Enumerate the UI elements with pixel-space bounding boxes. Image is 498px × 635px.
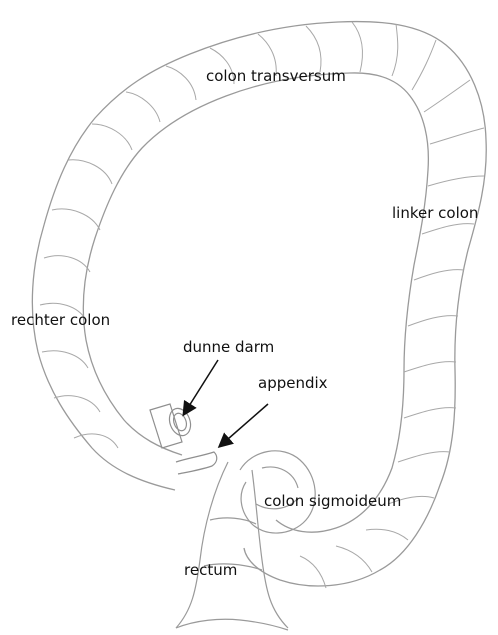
label-dunne-darm: dunne darm: [183, 340, 274, 355]
label-appendix: appendix: [258, 376, 328, 391]
appendix-arrow: [220, 404, 268, 446]
small-intestine-stub: [150, 404, 194, 448]
label-rechter-colon: rechter colon: [11, 313, 110, 328]
label-colon-sigmoideum: colon sigmoideum: [264, 494, 401, 509]
dunne-darm-arrow: [184, 360, 218, 414]
rectum-shape: [176, 462, 288, 630]
label-rectum: rectum: [184, 563, 237, 578]
colon-outer-outline: [32, 22, 486, 586]
label-linker-colon: linker colon: [392, 206, 478, 221]
colon-inner-outline: [83, 73, 428, 532]
appendix-shape: [176, 452, 217, 474]
label-colon-transversum: colon transversum: [206, 69, 346, 84]
